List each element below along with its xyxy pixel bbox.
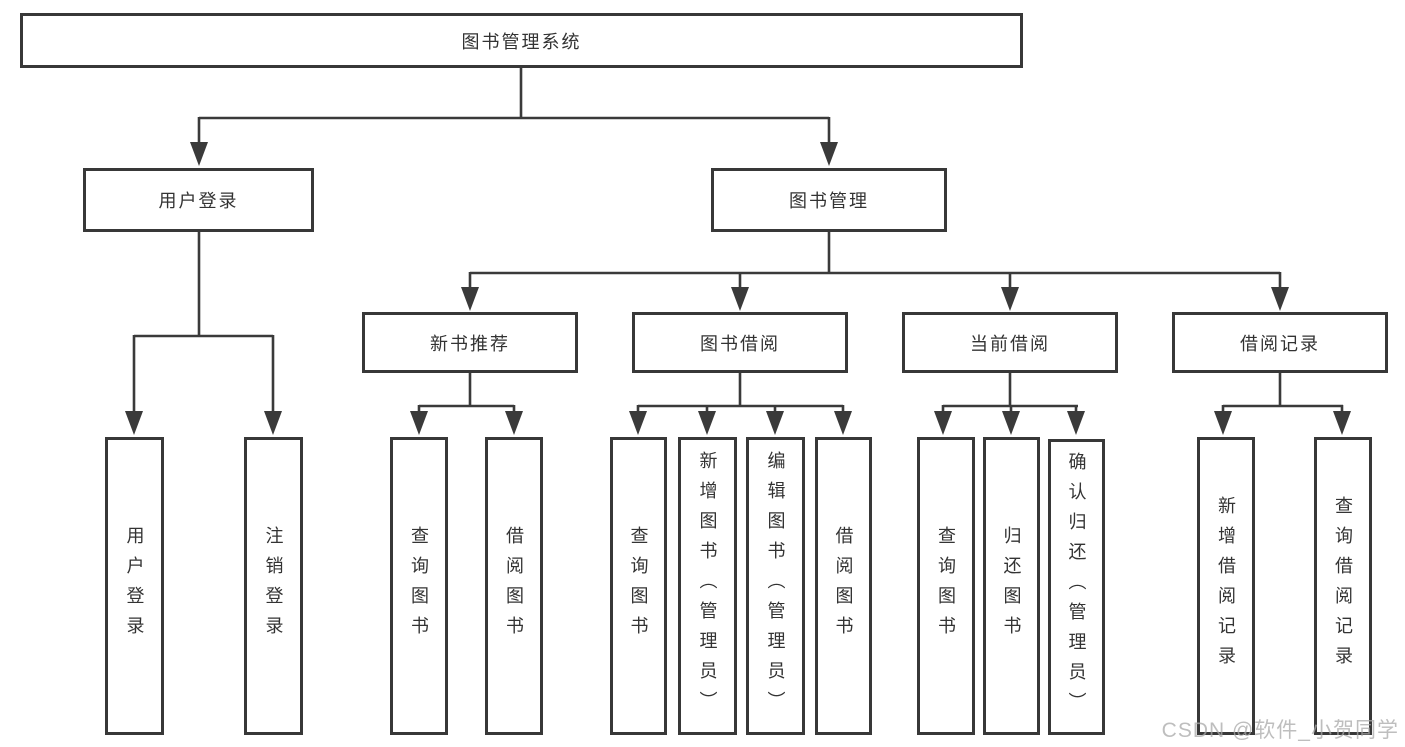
leaf-add-book-admin-label: 新增图书（管理员） bbox=[697, 451, 718, 721]
leaf-logout: 注销登录 bbox=[244, 437, 303, 735]
leaf-borrow-books-2-label: 借阅图书 bbox=[833, 526, 854, 646]
leaf-borrow-books-1: 借阅图书 bbox=[485, 437, 543, 735]
leaf-query-borrow-record: 查询借阅记录 bbox=[1314, 437, 1372, 735]
node-current-borrow: 当前借阅 bbox=[902, 312, 1118, 373]
leaf-query-books-1-label: 查询图书 bbox=[409, 526, 429, 646]
leaf-confirm-return-admin: 确认归还（管理员） bbox=[1048, 439, 1105, 735]
node-book-management: 图书管理 bbox=[711, 168, 947, 232]
leaf-edit-book-admin: 编辑图书（管理员） bbox=[746, 437, 805, 735]
node-book-borrow-label: 图书借阅 bbox=[700, 333, 780, 354]
leaf-user-login-label: 用户登录 bbox=[124, 526, 145, 646]
leaf-borrow-books-2: 借阅图书 bbox=[815, 437, 872, 735]
leaf-query-books-3: 查询图书 bbox=[917, 437, 975, 735]
node-user-login: 用户登录 bbox=[83, 168, 314, 232]
node-book-management-label: 图书管理 bbox=[789, 191, 869, 211]
node-borrow-records-label: 借阅记录 bbox=[1240, 333, 1320, 354]
leaf-query-books-1: 查询图书 bbox=[390, 437, 448, 735]
node-root-label: 图书管理系统 bbox=[461, 31, 582, 52]
leaf-query-books-2: 查询图书 bbox=[610, 437, 667, 735]
leaf-query-books-3-label: 查询图书 bbox=[936, 526, 956, 646]
leaf-query-borrow-record-label: 查询借阅记录 bbox=[1333, 496, 1353, 676]
node-current-borrow-label: 当前借阅 bbox=[970, 333, 1050, 354]
node-root: 图书管理系统 bbox=[20, 13, 1023, 68]
node-user-login-label: 用户登录 bbox=[158, 191, 239, 211]
leaf-logout-label: 注销登录 bbox=[263, 526, 284, 646]
leaf-return-books-label: 归还图书 bbox=[1001, 526, 1022, 646]
leaf-confirm-return-admin-label: 确认归还（管理员） bbox=[1066, 452, 1087, 722]
node-new-book-recommend-label: 新书推荐 bbox=[430, 333, 510, 354]
leaf-user-login: 用户登录 bbox=[105, 437, 164, 735]
leaf-edit-book-admin-label: 编辑图书（管理员） bbox=[765, 451, 786, 721]
leaf-borrow-books-1-label: 借阅图书 bbox=[504, 526, 524, 646]
node-book-borrow: 图书借阅 bbox=[632, 312, 848, 373]
csdn-watermark: CSDN @软件_小贺同学 bbox=[1161, 719, 1399, 742]
leaf-query-books-2-label: 查询图书 bbox=[628, 526, 649, 646]
node-new-book-recommend: 新书推荐 bbox=[362, 312, 578, 373]
leaf-add-borrow-record-label: 新增借阅记录 bbox=[1216, 496, 1236, 676]
leaf-add-borrow-record: 新增借阅记录 bbox=[1197, 437, 1255, 735]
leaf-add-book-admin: 新增图书（管理员） bbox=[678, 437, 737, 735]
leaf-return-books: 归还图书 bbox=[983, 437, 1040, 735]
node-borrow-records: 借阅记录 bbox=[1172, 312, 1388, 373]
